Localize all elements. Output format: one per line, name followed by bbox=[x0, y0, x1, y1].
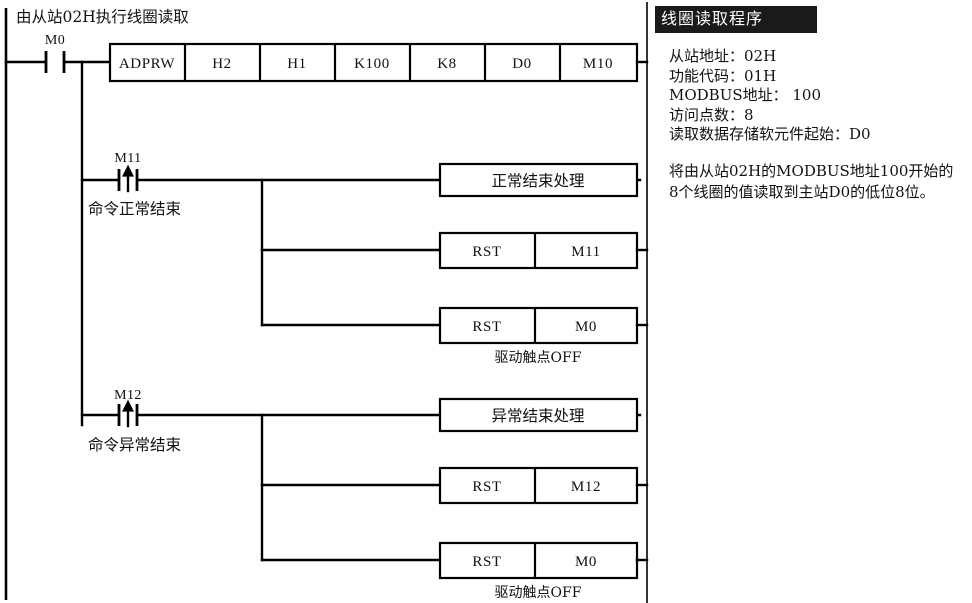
rung-comment: 由从站02H执行线圈读取 bbox=[16, 8, 189, 26]
contact-label-m12: M12 bbox=[114, 388, 142, 403]
note-drive-contact-off-a: 驱动触点OFF bbox=[495, 350, 582, 366]
rst-operand-3: M12 bbox=[571, 479, 601, 495]
process-box-abnormal-end-label: 异常结束处理 bbox=[491, 407, 584, 425]
rst-operand-4: M0 bbox=[575, 554, 597, 570]
contact-note-m12: 命令异常结束 bbox=[88, 436, 181, 454]
note-drive-contact-off-b: 驱动触点OFF bbox=[495, 585, 582, 601]
instruction-name-adprw: ADPRW bbox=[119, 56, 176, 72]
contact-note-m11: 命令正常结束 bbox=[88, 200, 181, 218]
contact-label-m11: M11 bbox=[114, 151, 141, 166]
operand-1: H2 bbox=[212, 56, 232, 72]
contact-m0[interactable] bbox=[44, 51, 66, 73]
contact-m12-rising-edge[interactable] bbox=[117, 399, 139, 428]
spec-function-code: 功能代码：01H bbox=[669, 66, 777, 85]
operand-4: K8 bbox=[437, 56, 457, 72]
contact-m11-rising-edge[interactable] bbox=[117, 164, 139, 193]
rst-operand-1: M11 bbox=[571, 244, 601, 260]
spec-modbus-address: MODBUS地址： 100 bbox=[669, 86, 822, 104]
rst-operand-2: M0 bbox=[575, 319, 597, 335]
operand-2: H1 bbox=[287, 56, 307, 72]
contact-label-m0: M0 bbox=[45, 33, 65, 48]
instruction-box-adprw[interactable]: ADPRW H2 H1 K100 K8 D0 M10 bbox=[108, 42, 639, 83]
panel-description: 将由从站02H的MODBUS地址100开始的8个线圈的值读取到主站D0的低位8位… bbox=[669, 161, 954, 201]
operand-3: K100 bbox=[354, 56, 390, 72]
operand-6: M10 bbox=[583, 56, 613, 72]
process-box-normal-end-label: 正常结束处理 bbox=[491, 172, 584, 190]
rst-mnemonic-4: RST bbox=[472, 554, 501, 570]
instruction-box-rst-m11[interactable]: RST M11 bbox=[438, 231, 639, 270]
operand-5: D0 bbox=[512, 56, 532, 72]
panel-spec-list: 从站地址：02H 功能代码：01H MODBUS地址： 100 访问点数：8 读… bbox=[669, 47, 962, 145]
rst-mnemonic-2: RST bbox=[472, 319, 501, 335]
spec-storage-device: 读取数据存储软元件起始：D0 bbox=[669, 125, 871, 143]
spec-slave-address: 从站地址：02H bbox=[669, 47, 777, 65]
process-box-normal-end[interactable]: 正常结束处理 bbox=[438, 162, 639, 198]
process-box-abnormal-end[interactable]: 异常结束处理 bbox=[438, 397, 639, 433]
instruction-box-rst-m0-b[interactable]: RST M0 bbox=[438, 541, 639, 580]
panel-title: 线圈读取程序 bbox=[655, 6, 817, 33]
explanation-panel: 线圈读取程序 从站地址：02H 功能代码：01H MODBUS地址： 100 访… bbox=[655, 0, 972, 603]
rst-mnemonic-3: RST bbox=[472, 479, 501, 495]
instruction-box-rst-m12[interactable]: RST M12 bbox=[438, 466, 639, 505]
instruction-box-rst-m0-a[interactable]: RST M0 bbox=[438, 306, 639, 345]
panel-body: 从站地址：02H 功能代码：01H MODBUS地址： 100 访问点数：8 读… bbox=[655, 33, 972, 203]
rst-mnemonic-1: RST bbox=[472, 244, 501, 260]
spec-access-points: 访问点数：8 bbox=[669, 105, 754, 124]
